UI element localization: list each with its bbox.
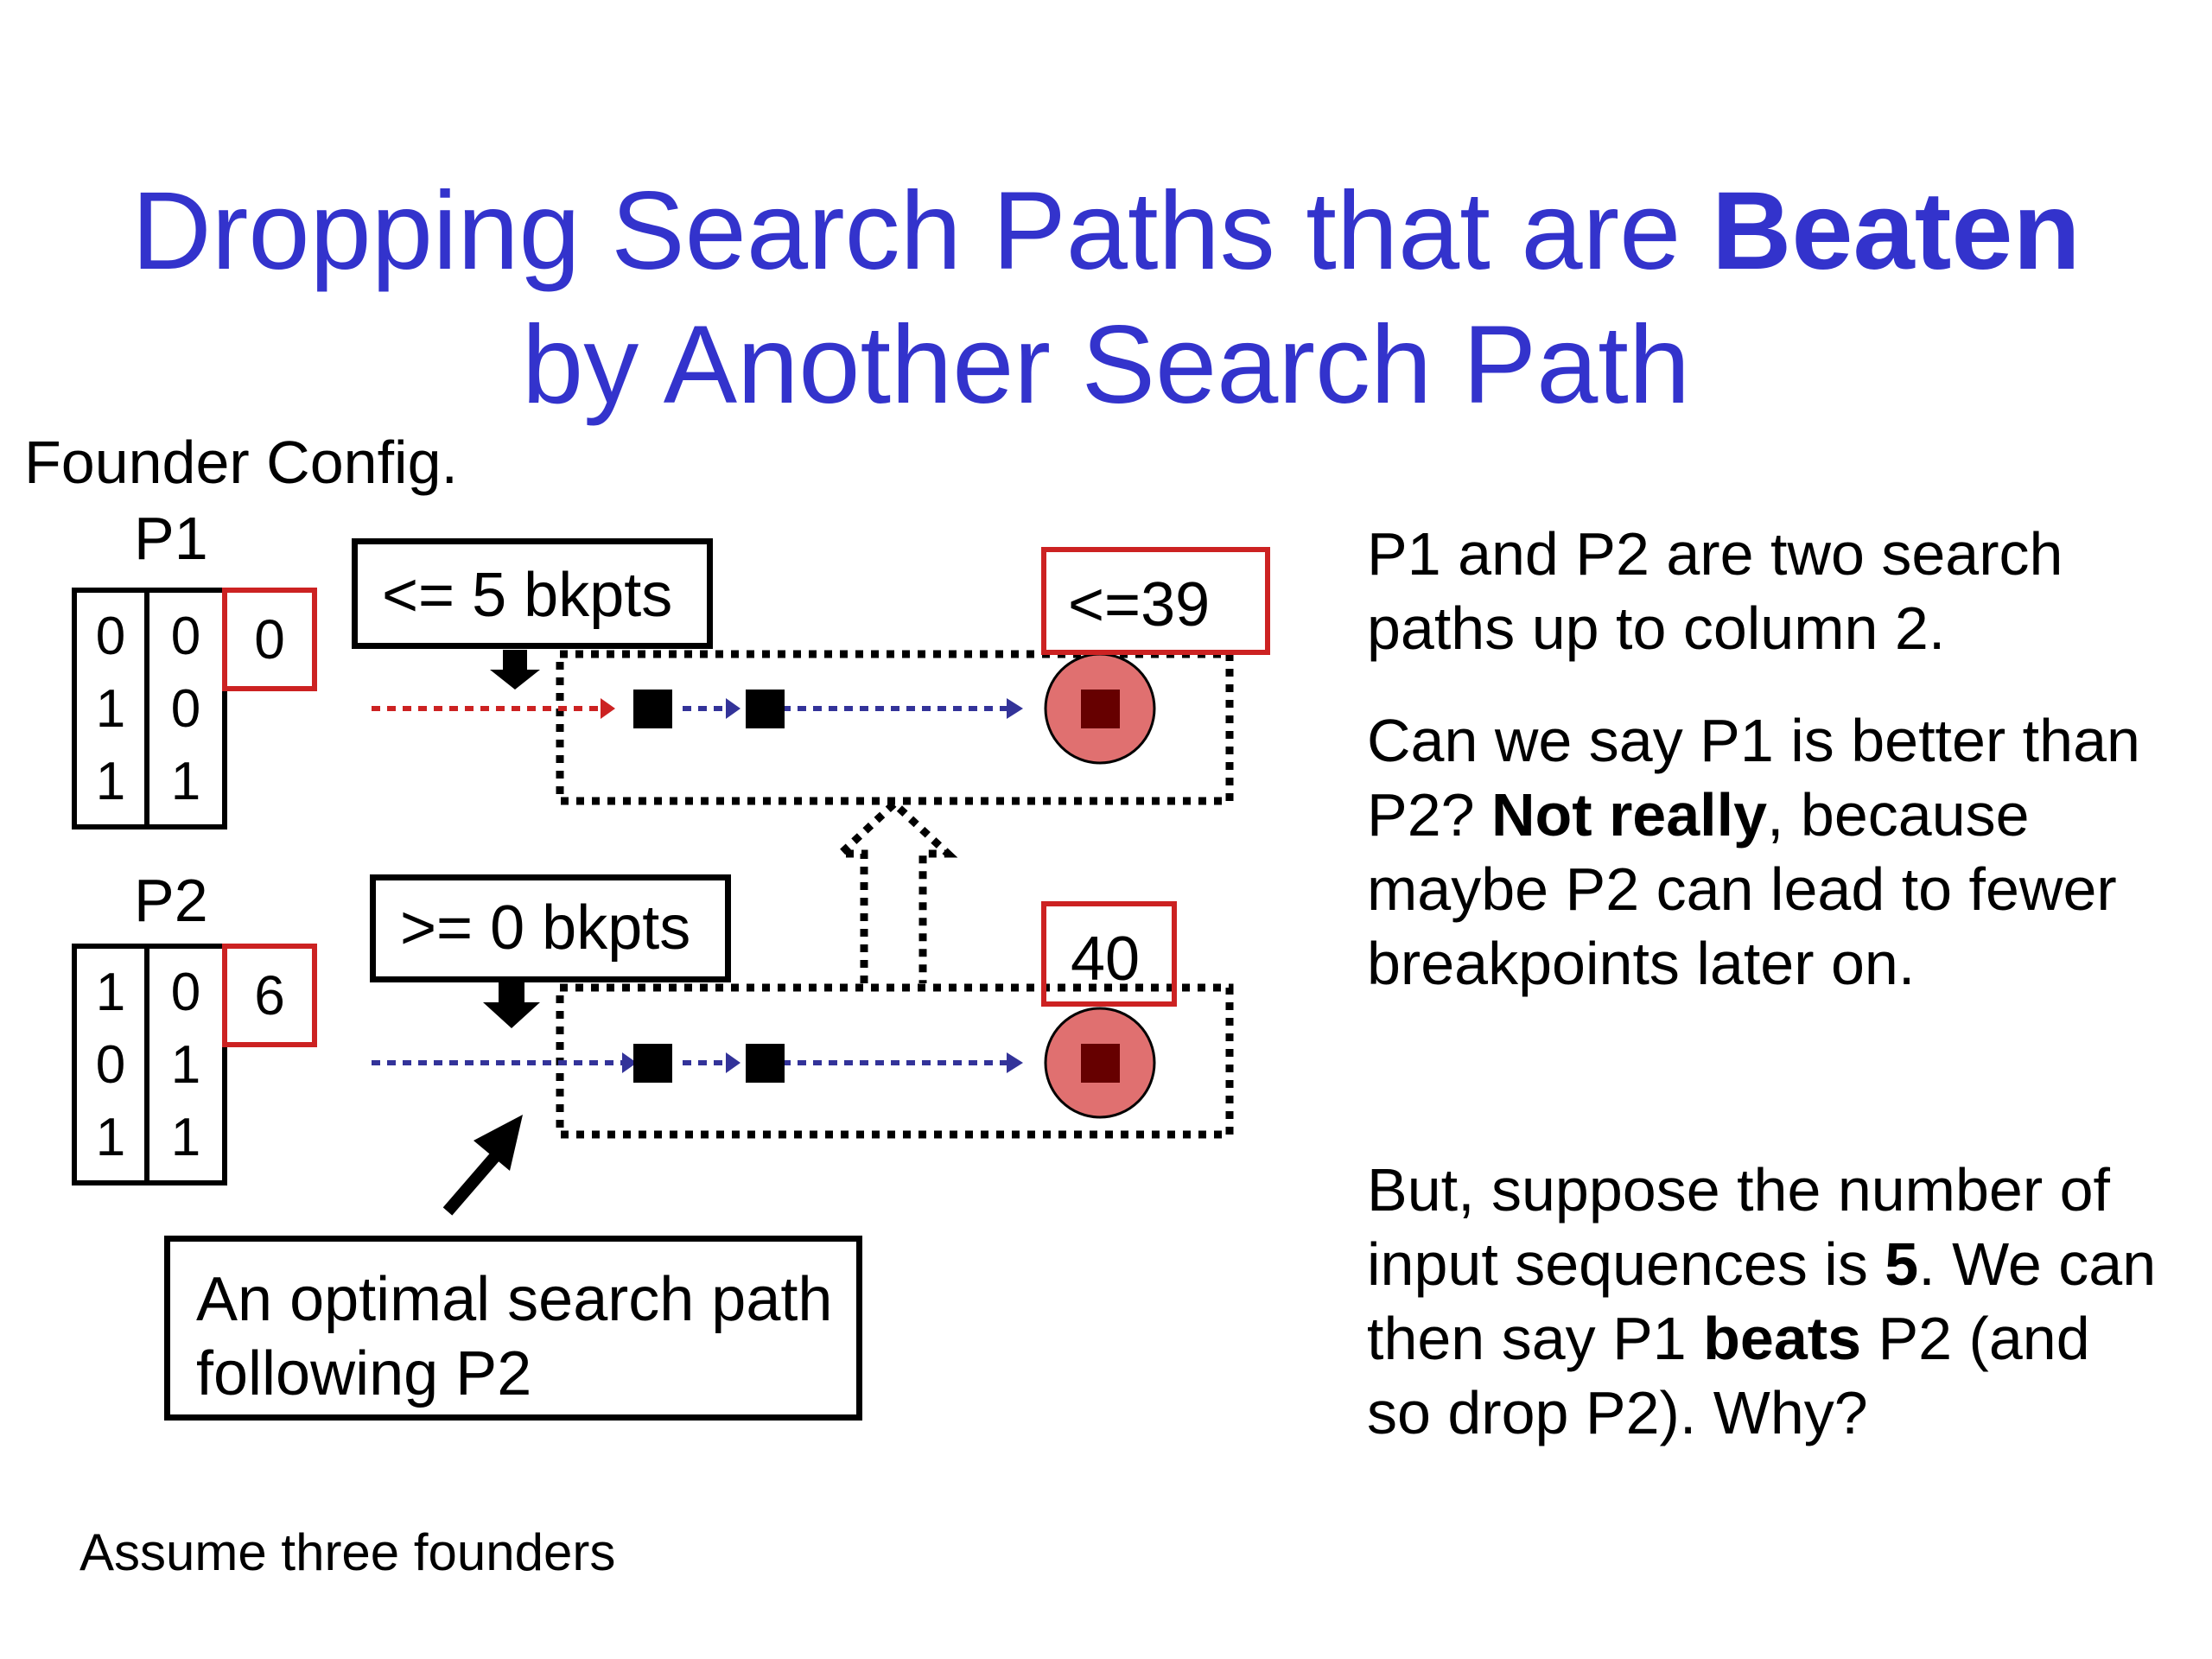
optimal-pointer-line (442, 1143, 508, 1216)
p1-blue-arrowhead-b (1007, 698, 1023, 719)
p1-matrix-col-2: 0 0 1 (149, 588, 227, 830)
p1-label: P1 (134, 505, 208, 572)
title-line2: by Another Search Path (522, 303, 1690, 427)
p2-matrix-col-1: 1 0 1 (72, 944, 149, 1185)
matrix-cell: 1 (170, 1107, 201, 1167)
p1-cost-box: 0 (222, 588, 317, 691)
para3-line1: But, suppose the number of (1367, 1156, 2110, 1224)
p2-matrix-col-2: 0 1 1 (149, 944, 227, 1185)
para3-line3-bold: beats (1703, 1305, 1862, 1372)
matrix-cell: 0 (170, 962, 201, 1022)
optimal-pointer-head (474, 1115, 523, 1171)
para2-line2-post: , because (1767, 781, 2030, 849)
para2-line3: maybe P2 can lead to fewer (1367, 855, 2117, 923)
optimal-path-box: An optimal search path following P2 (164, 1236, 862, 1421)
matrix-cell: 0 (95, 606, 126, 666)
para2-line2: P2? Not really, because (1367, 778, 2140, 852)
p1-matrix: 0 1 1 0 0 1 (72, 588, 227, 830)
slide-title: Dropping Search Paths that are Beaten by… (0, 164, 2212, 432)
para3-line2-pre: input sequences is (1367, 1230, 1885, 1298)
title-line1-bold: Beaten (1711, 169, 2081, 293)
para3-line3-pre: then say P1 (1367, 1305, 1704, 1372)
p1-node-1 (633, 690, 672, 728)
para3-line4: so drop P2). Why? (1367, 1379, 1868, 1446)
para2-line1: Can we say P1 is better than (1367, 707, 2140, 774)
para2-line4: breakpoints later on. (1367, 930, 1916, 997)
p2-label: P2 (134, 867, 208, 934)
p1-end-node (1081, 690, 1120, 728)
p2-blue-arrowhead-3 (1007, 1052, 1023, 1073)
para1-line1: P1 and P2 are two search (1367, 520, 2063, 588)
para1-line2: paths up to column 2. (1367, 594, 1946, 662)
matrix-cell: 1 (95, 1107, 126, 1167)
p2-blue-arrowhead-2 (726, 1052, 741, 1073)
matrix-cell: 1 (95, 751, 126, 811)
p2-total-text: 40 (1071, 925, 1141, 994)
p1-path-box (556, 650, 1234, 805)
p2-down-arrow (483, 972, 540, 1028)
title-line1-prefix: Dropping Search Paths that are (131, 169, 1712, 293)
matrix-cell: 0 (170, 678, 201, 739)
p2-bound-text: >= 0 bkpts (400, 893, 691, 963)
p2-blue-arrowhead-1 (622, 1052, 637, 1073)
p1-down-arrow (490, 650, 540, 690)
matrix-cell: 1 (170, 1034, 201, 1095)
p1-cost: 0 (254, 608, 285, 671)
p1-matrix-col-1: 0 1 1 (72, 588, 149, 830)
paragraph-1: P1 and P2 are two search paths up to col… (1367, 517, 2063, 665)
matrix-cell: 1 (95, 962, 126, 1022)
para3-line2: input sequences is 5. We can (1367, 1227, 2156, 1301)
founder-config-label: Founder Config. (24, 429, 458, 496)
p2-node-1 (633, 1044, 672, 1083)
matrix-cell: 1 (170, 751, 201, 811)
para2-line2-bold: Not really (1491, 781, 1767, 849)
p1-total-box: <=39 (1041, 547, 1270, 655)
optimal-line1: An optimal search path (196, 1265, 833, 1334)
matrix-cell: 1 (95, 678, 126, 739)
para3-line3: then say P1 beats P2 (and (1367, 1301, 2156, 1376)
p2-cost-box: 6 (222, 944, 317, 1047)
p2-cost: 6 (254, 964, 285, 1027)
p1-node-2 (746, 690, 785, 728)
p1-bound-box: <= 5 bkpts (352, 538, 713, 649)
para3-line2-bold: 5 (1885, 1230, 1919, 1298)
para3-line3-post: P2 (and (1861, 1305, 2090, 1372)
p2-node-2 (746, 1044, 785, 1083)
p2-matrix: 1 0 1 0 1 1 (72, 944, 227, 1185)
p1-total-text: <=39 (1068, 570, 1211, 639)
dotted-up-arrow (830, 798, 958, 983)
footnote: Assume three founders (79, 1523, 616, 1581)
p1-bound-text: <= 5 bkpts (382, 561, 673, 630)
para2-line2-pre: P2? (1367, 781, 1491, 849)
p2-bound-box: >= 0 bkpts (370, 874, 731, 982)
paragraph-2: Can we say P1 is better than P2? Not rea… (1367, 703, 2140, 1001)
p1-red-arrowhead (601, 698, 615, 719)
matrix-cell: 0 (95, 1034, 126, 1095)
p2-total-box: 40 (1041, 901, 1177, 1007)
para3-line2-post: . We can (1918, 1230, 2157, 1298)
p1-blue-arrowhead-a (726, 698, 741, 719)
matrix-cell: 0 (170, 606, 201, 666)
paragraph-3: But, suppose the number of input sequenc… (1367, 1153, 2156, 1450)
optimal-line2: following P2 (196, 1339, 532, 1408)
p2-end-node (1081, 1044, 1120, 1083)
